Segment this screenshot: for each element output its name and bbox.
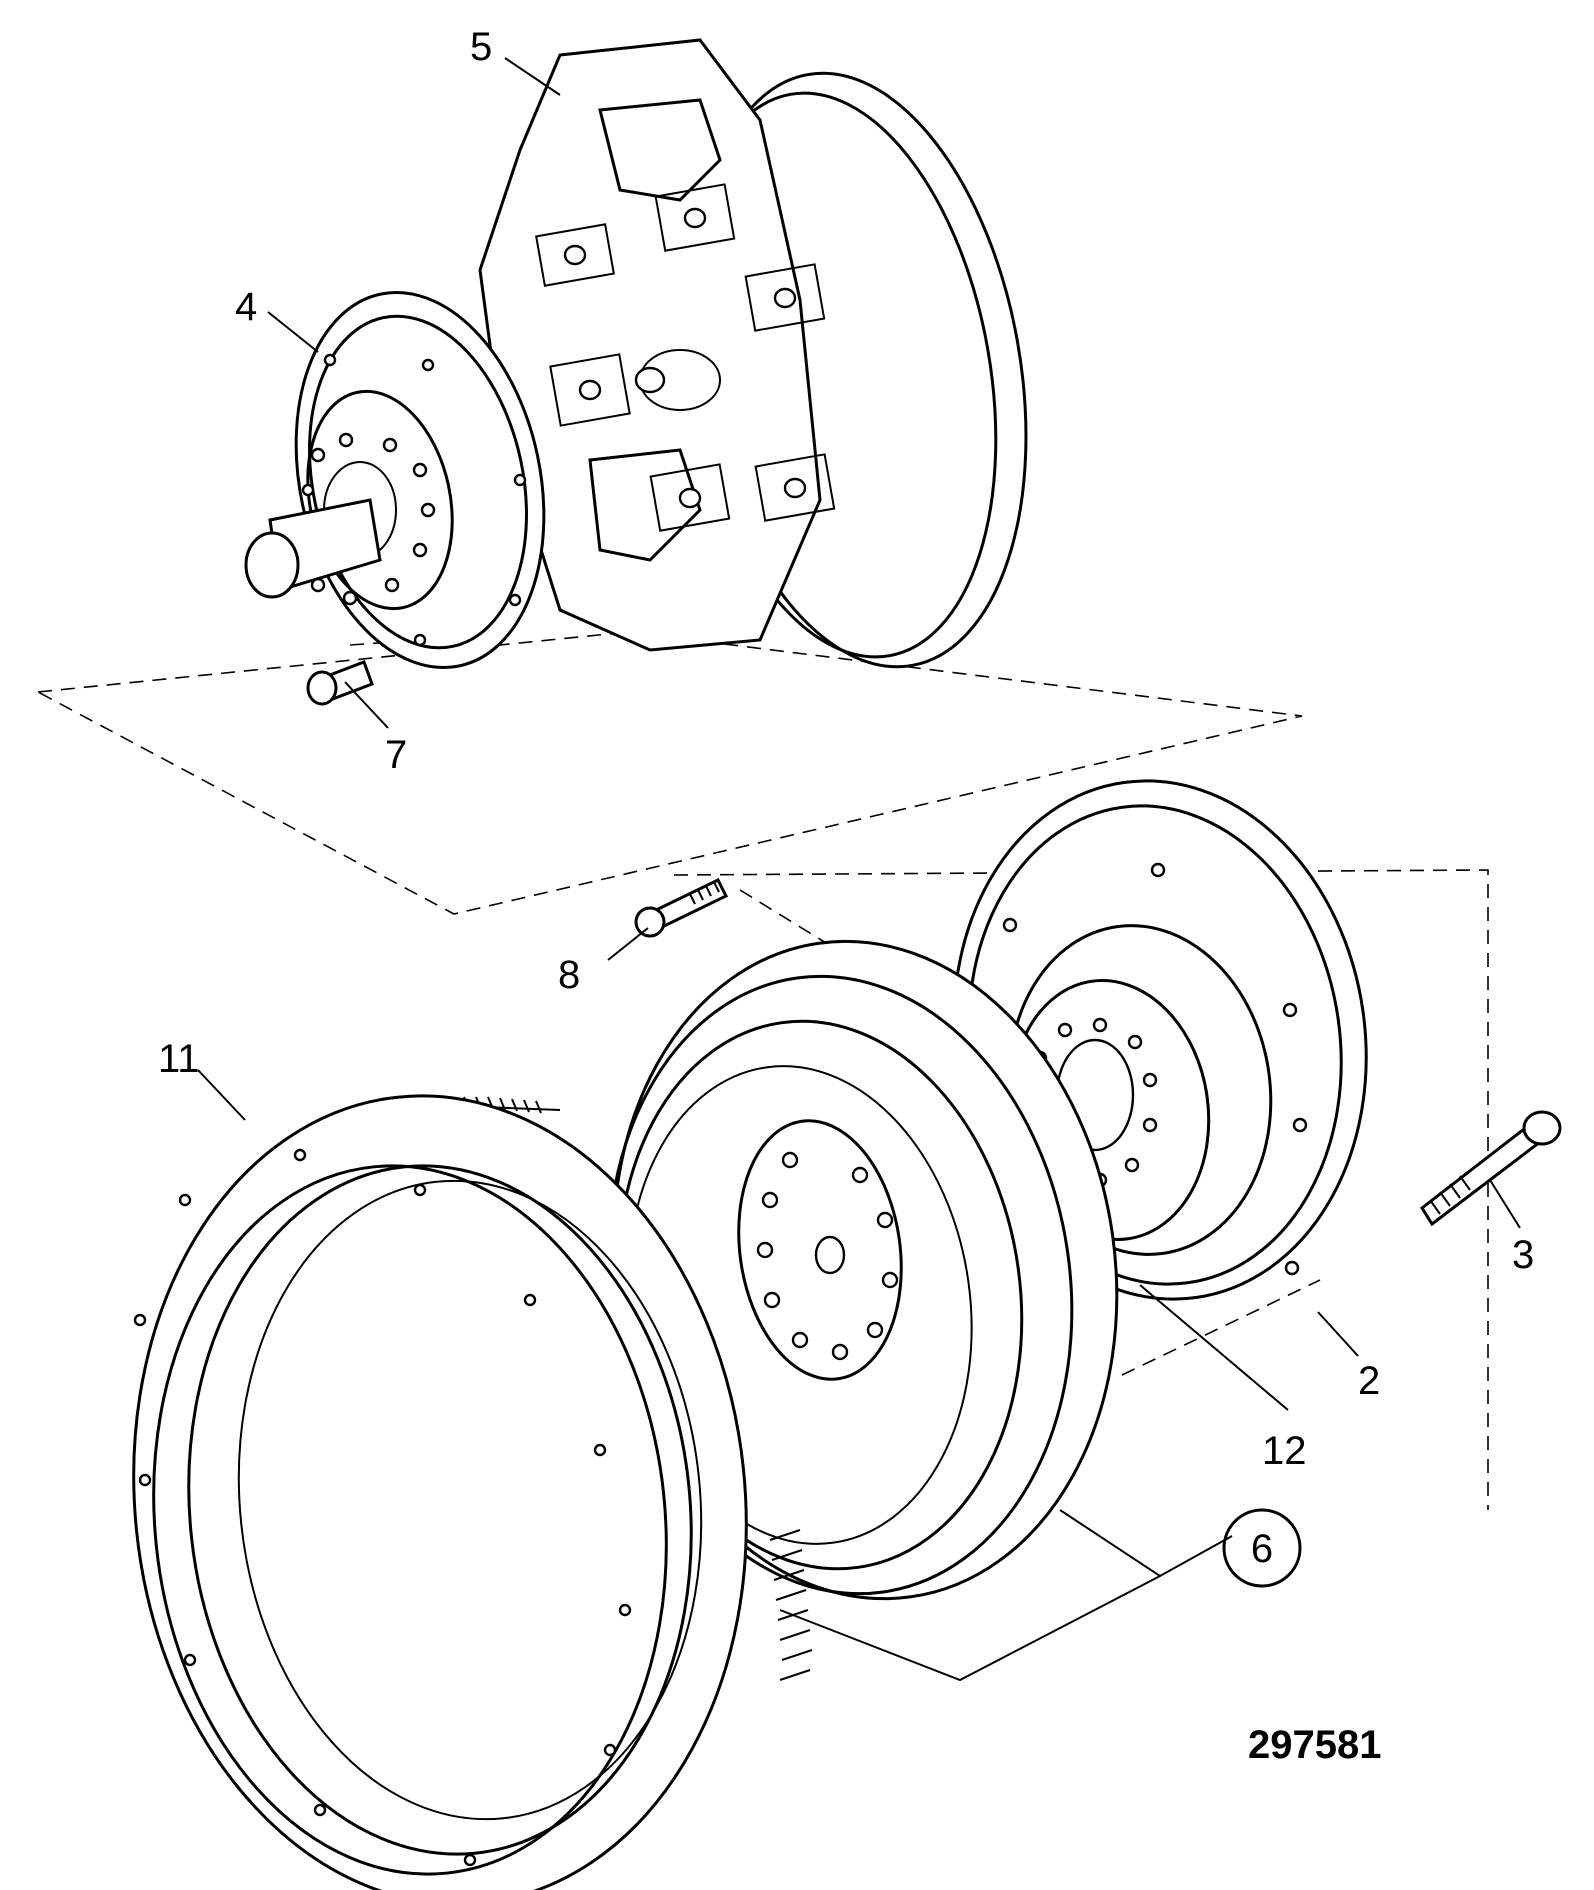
leader-lines (197, 57, 1521, 1682)
part-8-bolt (634, 878, 729, 938)
part-7-bolt (306, 660, 374, 706)
callout-6: 6 (1251, 1527, 1273, 1571)
part-11-ring-gear (132, 1094, 813, 1890)
callout-7: 7 (385, 733, 407, 777)
figure-reference-number: 297581 (1248, 1723, 1381, 1767)
callout-12: 12 (1262, 1429, 1307, 1473)
callout-8: 8 (558, 953, 580, 997)
part-5-clutch-plate (478, 38, 1028, 669)
callout-5: 5 (470, 25, 492, 69)
callout-2: 2 (1358, 1359, 1380, 1403)
callout-6-circle (1222, 1508, 1302, 1588)
callout-4: 4 (235, 285, 257, 329)
part-4-hub-adaptor (244, 290, 546, 670)
callout-3: 3 (1512, 1233, 1534, 1277)
callout-labels: 5 4 7 8 11 3 2 12 6 297581 (158, 25, 1534, 1767)
part-3-bolt (1420, 1110, 1562, 1227)
callout-11: 11 (158, 1037, 200, 1081)
